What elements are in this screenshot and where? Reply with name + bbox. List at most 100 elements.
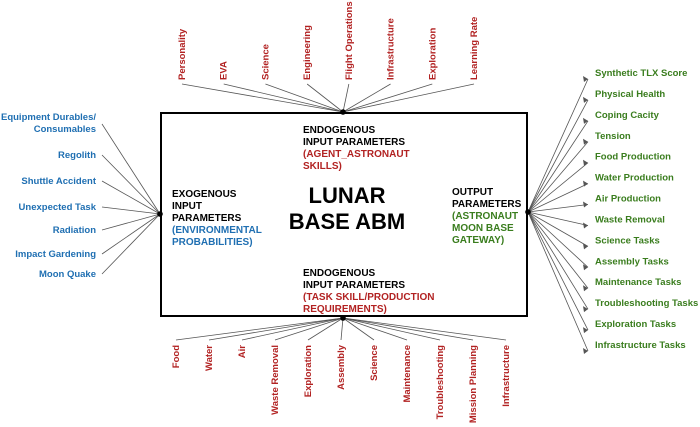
output-param-troubleshooting-tasks: Troubleshooting Tasks xyxy=(595,298,698,309)
top-connector-line xyxy=(181,83,344,113)
right-connector-line xyxy=(527,211,589,247)
top-connector-line xyxy=(306,83,344,113)
center-title-line2: BASE ABM xyxy=(288,209,406,234)
left-param-line: Impact Gardening xyxy=(15,249,96,260)
bottom-connector-line xyxy=(342,317,474,341)
bottom-connector-line xyxy=(274,317,344,341)
left-param-line: Unexpected Task xyxy=(19,202,97,213)
top-connector-line xyxy=(223,83,344,113)
output-param-air-production: Air Production xyxy=(595,194,661,205)
lunar-base-model-box xyxy=(160,112,528,317)
bottom-block-sub-line2: REQUIREMENTS) xyxy=(303,304,387,315)
right-arrowhead xyxy=(583,243,588,250)
bottom-param-waste-removal: Waste Removal xyxy=(270,345,281,415)
bottom-connector-line xyxy=(342,317,375,341)
right-connector-line xyxy=(527,211,589,289)
left-input-block: EXOGENOUS INPUT PARAMETERS (ENVIRONMENTA… xyxy=(172,189,262,249)
right-arrowhead xyxy=(583,327,588,334)
output-param-tension: Tension xyxy=(595,131,631,142)
right-connector-line xyxy=(527,211,589,226)
output-block-line2: PARAMETERS xyxy=(452,199,522,210)
right-arrowhead xyxy=(583,264,588,271)
top-input-block: ENDOGENOUS INPUT PARAMETERS (AGENT_ASTRO… xyxy=(303,125,410,173)
top-block-sub-line1: (AGENT_ASTRONAUT xyxy=(303,149,410,160)
right-arrowhead xyxy=(583,180,588,187)
left-block-line2: INPUT xyxy=(172,201,202,212)
left-param-radiation: Radiation xyxy=(53,225,96,236)
left-connector-line xyxy=(101,213,161,231)
left-param-regolith: Regolith xyxy=(58,150,96,161)
right-connector-line xyxy=(527,141,589,213)
output-param-synthetic-tlx-score: Synthetic TLX Score xyxy=(595,68,687,79)
top-block-sub-line2: SKILLS) xyxy=(303,161,342,172)
left-param-moon-quake: Moon Quake xyxy=(39,269,96,280)
right-connector-line xyxy=(527,211,589,268)
bottom-connector-line xyxy=(342,317,441,341)
left-param-line: Consumables xyxy=(34,124,96,135)
top-param-eva: EVA xyxy=(219,61,230,80)
right-connector-line xyxy=(527,99,589,213)
right-connector-line xyxy=(527,204,589,213)
bottom-param-infrastructure: Infrastructure xyxy=(501,345,512,407)
right-connector-line xyxy=(527,78,589,213)
left-connector-line xyxy=(101,123,161,215)
right-arrowhead xyxy=(583,159,588,166)
right-connector-line xyxy=(527,211,589,310)
left-block-line1: EXOGENOUS xyxy=(172,189,237,200)
left-param-unexpected-task: Unexpected Task xyxy=(19,202,97,213)
bottom-param-air: Air xyxy=(237,345,248,359)
right-arrowhead xyxy=(583,348,588,354)
center-title-line1: LUNAR xyxy=(308,183,386,208)
left-param-equipment-durables-consumables: Equipment Durables/Consumables xyxy=(1,112,96,135)
right-connector-line xyxy=(527,211,589,352)
bottom-param-science: Science xyxy=(369,345,380,381)
output-block-sub-line3: GATEWAY) xyxy=(452,235,505,246)
top-param-flight-operations: Flight Operations xyxy=(344,1,355,80)
output-block-line1: OUTPUT xyxy=(452,187,494,198)
output-param-physical-health: Physical Health xyxy=(595,89,665,100)
left-block-line3: PARAMETERS xyxy=(172,213,242,224)
right-connector-line xyxy=(527,211,589,331)
left-param-line: Equipment Durables/ xyxy=(1,112,96,123)
bottom-input-block: ENDOGENOUS INPUT PARAMETERS (TASK SKILL/… xyxy=(303,268,434,316)
right-connector-line xyxy=(527,120,589,213)
left-param-line: Regolith xyxy=(58,150,96,161)
left-param-line: Shuttle Accident xyxy=(21,176,96,187)
bottom-param-food: Food xyxy=(171,345,182,368)
right-arrowhead xyxy=(583,306,588,313)
output-param-food-production: Food Production xyxy=(595,152,671,163)
top-param-learning-rate: Learning Rate xyxy=(469,17,480,80)
output-block-sub-line1: (ASTRONAUT xyxy=(452,211,519,222)
right-arrowhead xyxy=(583,138,588,145)
bottom-block-sub-line1: (TASK SKILL/PRODUCTION xyxy=(303,292,435,303)
bottom-connector-line xyxy=(342,317,408,341)
output-param-assembly-tasks: Assembly Tasks xyxy=(595,256,669,267)
bottom-block-line1: ENDOGENOUS xyxy=(303,268,376,279)
top-connector-line xyxy=(342,83,391,113)
top-param-infrastructure: Infrastructure xyxy=(386,18,397,80)
bottom-connector-line xyxy=(208,317,344,341)
top-param-personality: Personality xyxy=(177,28,188,80)
top-connector-line xyxy=(265,83,344,113)
left-param-impact-gardening: Impact Gardening xyxy=(15,249,96,260)
right-arrowhead xyxy=(583,201,588,208)
output-param-water-production: Water Production xyxy=(595,173,674,184)
right-arrowhead xyxy=(583,222,588,229)
left-param-line: Moon Quake xyxy=(39,269,96,280)
bottom-param-maintenance: Maintenance xyxy=(402,345,413,403)
top-param-exploration: Exploration xyxy=(427,28,438,80)
bottom-param-assembly: Assembly xyxy=(336,344,347,390)
left-connector-line xyxy=(101,206,161,215)
top-connector-line xyxy=(342,83,350,113)
left-connector-line xyxy=(101,154,161,215)
bottom-param-exploration: Exploration xyxy=(303,345,314,397)
bottom-param-water: Water xyxy=(204,345,215,371)
bottom-connector-line xyxy=(307,317,344,341)
right-connector-line xyxy=(527,162,589,213)
output-param-coping-cacity: Coping Cacity xyxy=(595,110,660,121)
left-block-sub-line1: (ENVIRONMENTAL xyxy=(172,225,262,236)
bottom-connector-line xyxy=(342,317,507,341)
bottom-block-line2: INPUT PARAMETERS xyxy=(303,280,406,291)
